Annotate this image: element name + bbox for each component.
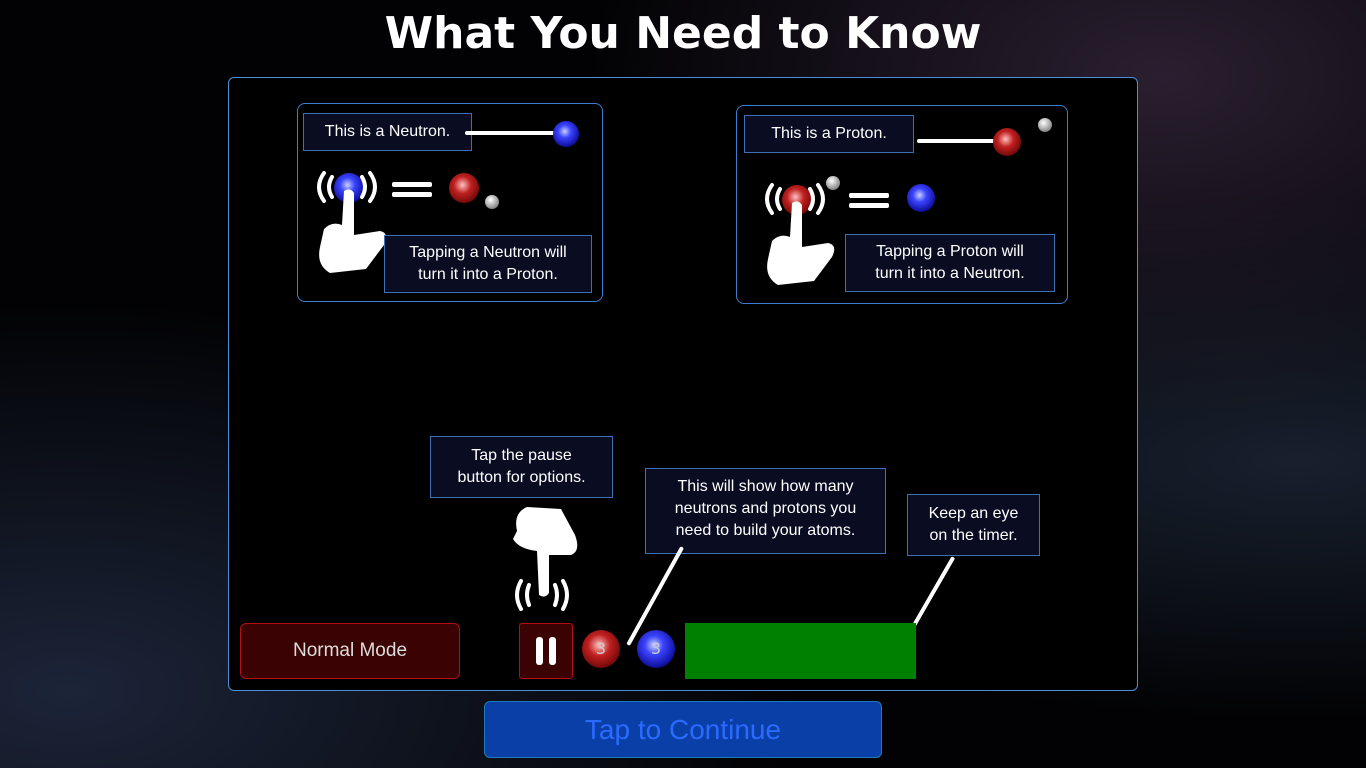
mode-button[interactable]: Normal Mode: [240, 623, 460, 679]
pause-icon: [536, 637, 543, 665]
tap-hand-icon: [765, 183, 835, 285]
neutron-icon: [553, 121, 579, 147]
tap-hand-icon: [317, 171, 387, 273]
equals-icon: [849, 193, 889, 198]
neutron-icon: [907, 184, 935, 212]
neutron-label: This is a Neutron.: [303, 113, 472, 151]
electron-icon: [826, 176, 840, 190]
continue-button[interactable]: Tap to Continue: [484, 701, 882, 758]
page-title: What You Need to Know: [384, 8, 982, 59]
proton-icon: [449, 173, 479, 203]
neutron-counter: 3: [637, 630, 675, 668]
timer-bar: [685, 623, 916, 679]
pointer-line: [465, 131, 560, 135]
proton-label: This is a Proton.: [744, 115, 914, 153]
pause-button[interactable]: [519, 623, 573, 679]
proton-counter: 3: [582, 630, 620, 668]
tap-hand-icon: [513, 507, 578, 611]
electron-icon: [1038, 118, 1052, 132]
proton-icon: [993, 128, 1021, 156]
pointer-line: [917, 139, 1002, 143]
equals-icon: [392, 182, 432, 187]
electron-icon: [485, 195, 499, 209]
